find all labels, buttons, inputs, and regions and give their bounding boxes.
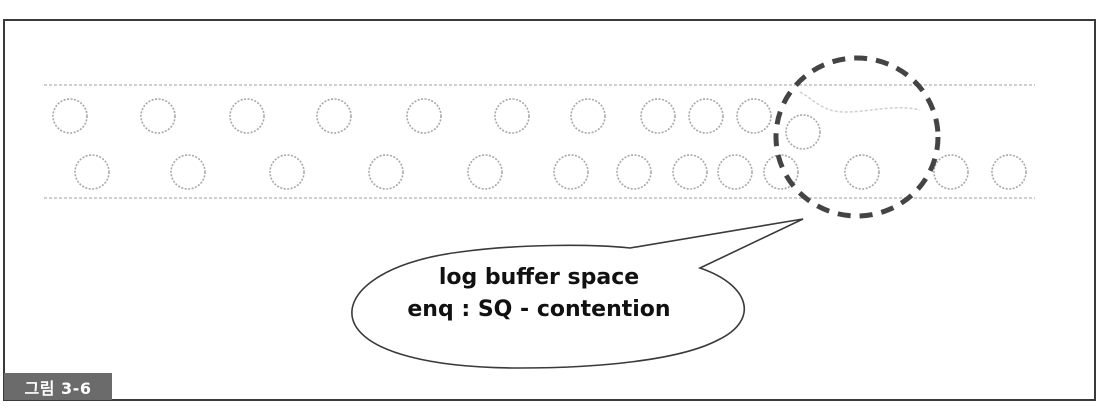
queue-item	[736, 98, 772, 134]
queue-item	[316, 98, 352, 134]
queue-item	[406, 98, 442, 134]
queue-item	[844, 154, 880, 190]
queue-item	[52, 98, 88, 134]
queue-item	[269, 154, 305, 190]
queue-item	[570, 98, 606, 134]
queue-item	[991, 154, 1027, 190]
queue-item	[170, 154, 206, 190]
figure-caption: 그림 3-6	[4, 373, 112, 400]
queue-item	[672, 154, 708, 190]
callout-line-1: log buffer space	[439, 265, 639, 290]
queue-item	[140, 98, 176, 134]
callout-bubble	[351, 218, 804, 369]
queue-item	[717, 154, 753, 190]
queue-item	[467, 154, 503, 190]
contention-highlight-ring	[773, 55, 941, 219]
queue-item	[616, 154, 652, 190]
queue-item	[785, 114, 821, 150]
callout-line-2: enq : SQ - contention	[407, 297, 670, 322]
queue-item	[933, 154, 969, 190]
queue-item	[74, 154, 110, 190]
queue-row-top	[52, 98, 821, 150]
figure-frame	[3, 19, 1096, 401]
contention-wave	[799, 91, 921, 113]
queue-item	[640, 98, 676, 134]
queue-item	[229, 98, 265, 134]
queue-item	[688, 98, 724, 134]
pipe-lines	[44, 84, 1035, 199]
queue-row-bottom	[74, 154, 1027, 190]
queue-item	[368, 154, 404, 190]
queue-item	[553, 154, 589, 190]
queue-item	[763, 154, 799, 190]
queue-item	[494, 98, 530, 134]
